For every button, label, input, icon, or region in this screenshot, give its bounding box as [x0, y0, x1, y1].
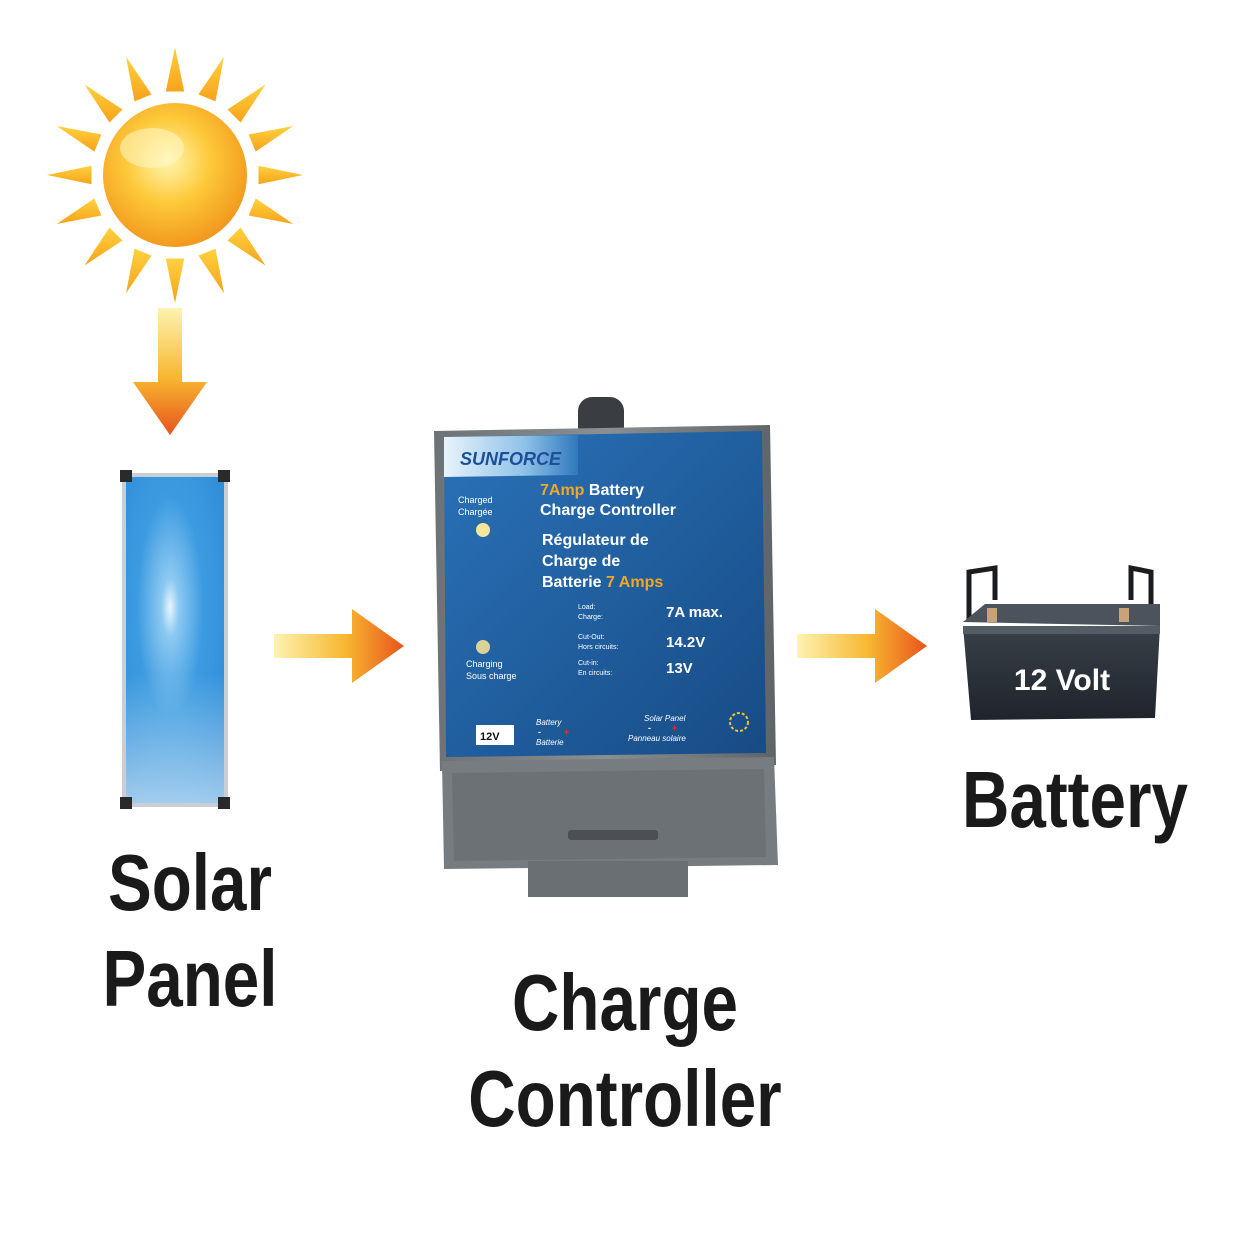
- controller-fr-line1: Régulateur de: [542, 532, 649, 549]
- sun-ray: [248, 198, 294, 224]
- battery-terminal-plus: +: [564, 727, 569, 737]
- battery-voltage-label: 12 Volt: [1014, 664, 1110, 697]
- controller-fr-line2: Charge de: [542, 553, 620, 570]
- battery-caption: Battery: [952, 752, 1198, 848]
- spec-load-en: Load:: [578, 604, 596, 611]
- charge-controller-caption-line1: Charge: [511, 958, 739, 1047]
- sun-ray: [126, 56, 152, 102]
- spec-cutout-value: 14.2V: [666, 634, 705, 651]
- sun-ray: [56, 126, 102, 152]
- charge-controller-caption-line2: Controller: [468, 1054, 782, 1143]
- solar-panel-caption-line1: Solar: [107, 838, 273, 927]
- charged-label-en: Charged: [458, 495, 493, 505]
- spec-load-fr: Charge:: [578, 614, 603, 621]
- solar-terminal-en: Solar Panel: [644, 714, 686, 723]
- battery-terminal-en: Battery: [536, 718, 562, 727]
- spec-load-value: 7A max.: [666, 604, 723, 621]
- spec-cutin-en: Cut-in:: [578, 660, 599, 667]
- controller-title-line2: Charge Controller: [540, 502, 676, 519]
- sun-ray: [84, 84, 123, 123]
- charging-label-fr: Sous charge: [466, 671, 517, 681]
- sun-ray: [165, 258, 185, 303]
- right-arrow-icon: [797, 609, 927, 683]
- charged-label-fr: Chargée: [458, 507, 493, 517]
- brand-logo: SUNFORCE: [460, 449, 562, 469]
- spec-cutout-en: Cut-Out:: [578, 634, 605, 641]
- charge-controller-image: SUNFORCE 7Amp Battery Charge Controller …: [434, 397, 778, 897]
- sun-ray: [47, 165, 92, 185]
- sun-ray: [56, 198, 102, 224]
- spec-cutout-fr: Hors circuits:: [578, 644, 619, 651]
- sun-ray: [198, 248, 224, 294]
- solar-terminal-plus: +: [672, 723, 677, 733]
- sun-ray: [258, 165, 303, 185]
- voltage-badge: 12V: [480, 731, 500, 743]
- solar-panel-caption-line2: Panel: [102, 934, 278, 1023]
- solar-panel-image: [120, 470, 230, 809]
- sun-ray: [126, 248, 152, 294]
- controller-fr-line3: Batterie 7 Amps: [542, 574, 663, 591]
- battery-terminal-minus: -: [538, 727, 541, 737]
- sun-ray: [227, 84, 266, 123]
- controller-title-line1: 7Amp Battery: [540, 482, 644, 499]
- solar-panel-caption: Solar Panel: [59, 835, 321, 1027]
- right-arrow-icon: [274, 609, 404, 683]
- sun-ray: [198, 56, 224, 102]
- charging-label-en: Charging: [466, 659, 503, 669]
- sun-icon: [47, 47, 303, 303]
- battery-image: 12 Volt: [963, 564, 1160, 720]
- spec-cutin-fr: En circuits:: [578, 670, 612, 677]
- charge-controller-caption: Charge Controller: [465, 955, 785, 1147]
- sun-ray: [248, 126, 294, 152]
- solar-terminal-minus: -: [648, 723, 651, 733]
- solar-terminal-fr: Panneau solaire: [628, 734, 686, 743]
- sun-ray: [227, 227, 266, 266]
- spec-cutin-value: 13V: [666, 660, 693, 677]
- sun-ray: [165, 47, 185, 92]
- down-arrow-icon: [133, 308, 207, 435]
- sun-ray: [84, 227, 123, 266]
- battery-terminal-fr: Batterie: [536, 738, 564, 747]
- battery-caption-line1: Battery: [961, 755, 1189, 844]
